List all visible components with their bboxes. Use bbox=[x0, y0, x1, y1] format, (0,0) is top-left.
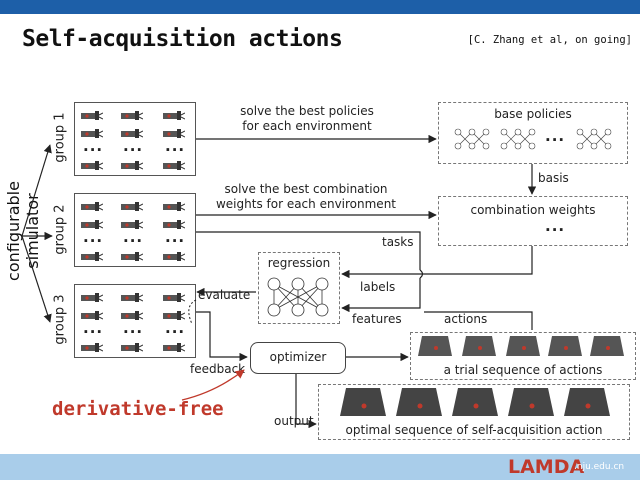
ellipsis: ... bbox=[83, 228, 104, 246]
robot-icon bbox=[163, 198, 186, 211]
group-2-box: ... ... ... bbox=[74, 193, 196, 267]
citation: [C. Zhang et al, on going] bbox=[467, 34, 632, 46]
base-policies-box: base policies ... bbox=[438, 102, 628, 164]
robot-icon bbox=[163, 339, 186, 352]
robot-icon bbox=[81, 339, 104, 352]
trial-tiles bbox=[418, 336, 624, 356]
labels-arrow bbox=[341, 246, 533, 279]
solve-weights-label: solve the best combination weights for e… bbox=[215, 182, 397, 211]
ellipsis: ... bbox=[545, 127, 566, 145]
robot-icon bbox=[121, 198, 144, 211]
robot-icon bbox=[81, 107, 104, 120]
features-arrow bbox=[341, 278, 421, 313]
robot-icon bbox=[81, 157, 104, 170]
simulator-arrow-3 bbox=[21, 235, 52, 323]
ellipsis: ... bbox=[545, 217, 566, 235]
dotted-curve bbox=[188, 299, 197, 325]
robot-icon bbox=[121, 107, 144, 120]
group-1-box: ... ... ... bbox=[74, 102, 196, 176]
output-arrow bbox=[295, 374, 317, 429]
ellipsis: ... bbox=[83, 137, 104, 155]
footer-url: .nju.edu.cn bbox=[574, 462, 625, 472]
tasks-line bbox=[196, 231, 421, 270]
tasks-label: tasks bbox=[382, 235, 414, 249]
combination-weights-box: combination weights ... bbox=[438, 196, 628, 246]
solve-policies-label: solve the best policies for each environ… bbox=[240, 104, 374, 133]
simulator-arrow-1 bbox=[21, 144, 52, 237]
regression-network bbox=[267, 277, 329, 317]
robot-icon bbox=[121, 289, 144, 302]
optimizer-label: optimizer bbox=[269, 350, 327, 364]
ellipsis: ... bbox=[123, 137, 144, 155]
feedback-arrow bbox=[196, 311, 248, 362]
top-bar bbox=[0, 0, 640, 14]
actions-label: actions bbox=[444, 312, 488, 326]
robot-icon bbox=[121, 307, 144, 320]
robot-icon bbox=[81, 198, 104, 211]
robot-icon bbox=[81, 125, 104, 138]
ellipsis: ... bbox=[123, 319, 144, 337]
ellipsis: ... bbox=[123, 228, 144, 246]
robot-icon bbox=[81, 248, 104, 261]
labels-label: labels bbox=[360, 280, 396, 294]
features-label: features bbox=[352, 312, 402, 326]
ellipsis: ... bbox=[83, 319, 104, 337]
derivative-free-arrow bbox=[181, 369, 245, 401]
combination-weights-label: combination weights bbox=[470, 203, 596, 217]
feedback-label: feedback bbox=[190, 362, 246, 376]
robot-icon bbox=[163, 248, 186, 261]
optimal-sequence-label: optimal sequence of self-acquisition act… bbox=[345, 423, 603, 437]
robot-icon bbox=[81, 289, 104, 302]
lamda-logo: LAMDA bbox=[508, 456, 585, 478]
ellipsis: ... bbox=[165, 228, 186, 246]
optimal-sequence-box: optimal sequence of self-acquisition act… bbox=[318, 384, 630, 440]
optimal-tiles bbox=[340, 388, 610, 416]
robot-icon bbox=[121, 216, 144, 229]
ellipsis: ... bbox=[165, 137, 186, 155]
slide-title: Self-acquisition actions bbox=[22, 26, 343, 52]
ellipsis: ... bbox=[165, 319, 186, 337]
derivative-free-annotation: derivative-free bbox=[52, 398, 224, 420]
basis-label: basis bbox=[538, 171, 569, 185]
robot-icon bbox=[121, 248, 144, 261]
robot-icon bbox=[163, 157, 186, 170]
bottom-bar bbox=[0, 454, 640, 480]
trial-sequence-label: a trial sequence of actions bbox=[443, 363, 603, 377]
robot-icon bbox=[81, 216, 104, 229]
base-policies-label: base policies bbox=[494, 107, 572, 121]
robot-icon bbox=[163, 307, 186, 320]
regression-box: regression bbox=[258, 252, 340, 324]
robot-icon bbox=[121, 125, 144, 138]
actions-line bbox=[424, 311, 533, 330]
group-3-box: ... ... ... bbox=[74, 284, 196, 358]
robot-icon bbox=[81, 307, 104, 320]
regression-label: regression bbox=[267, 256, 331, 270]
robot-icon bbox=[121, 339, 144, 352]
robot-icon bbox=[163, 125, 186, 138]
robot-icon bbox=[163, 289, 186, 302]
robot-icon bbox=[163, 216, 186, 229]
base-policy-networks bbox=[454, 128, 612, 150]
robot-icon bbox=[163, 107, 186, 120]
optimizer-box: optimizer bbox=[250, 342, 346, 374]
trial-sequence-box: a trial sequence of actions bbox=[410, 332, 636, 380]
robot-icon bbox=[121, 157, 144, 170]
